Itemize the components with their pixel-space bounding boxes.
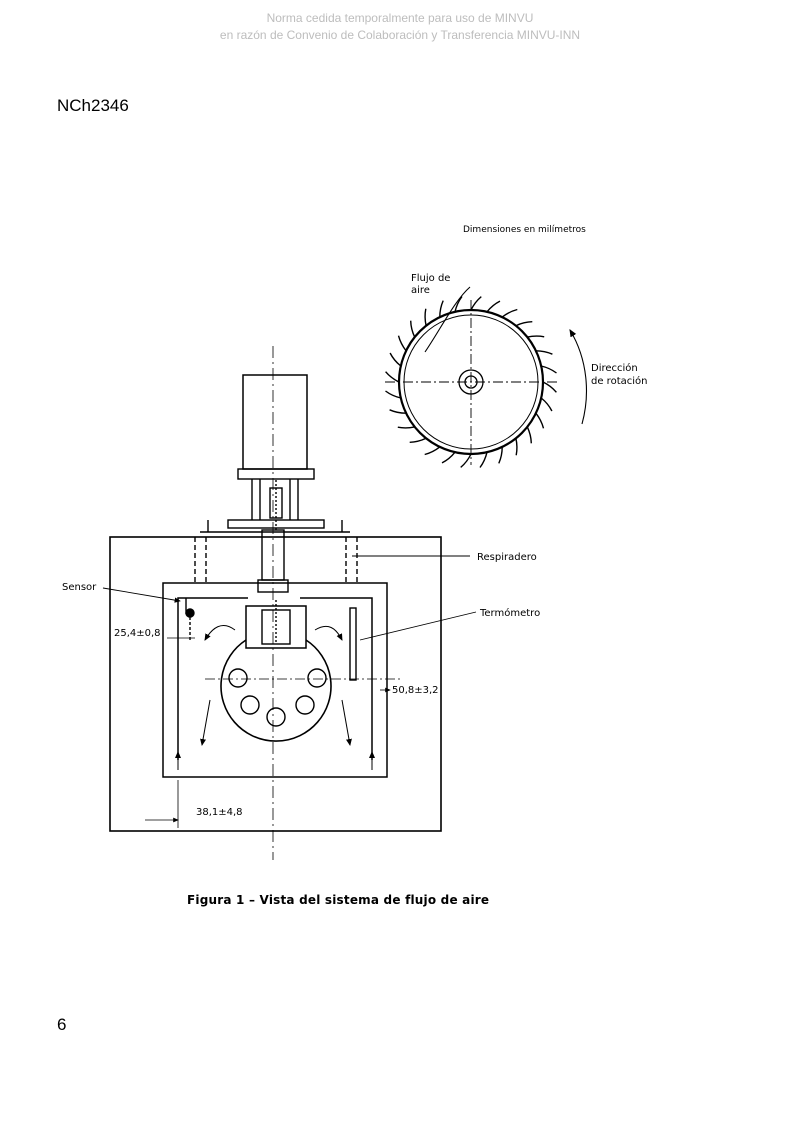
rotor-blades [385, 296, 557, 468]
rotor-blade [385, 390, 401, 399]
wall-distance-dimension: 50,8±3,2 [392, 685, 439, 696]
thermometer-label: Termómetro [479, 607, 540, 619]
rotor-blade [397, 426, 415, 429]
airflow-label-line2: aire [411, 285, 430, 296]
rotor-blade [470, 296, 482, 311]
rotor-blade [441, 451, 456, 464]
document-code: NCh2346 [57, 96, 129, 115]
rotor-blade [498, 446, 503, 464]
watermark-line-2: en razón de Convenio de Colaboración y T… [219, 28, 581, 42]
rotor-blade [460, 453, 472, 468]
rotor-blade [535, 412, 545, 429]
rotor-blade [397, 335, 407, 352]
sensor-label: Sensor [62, 582, 97, 593]
rotor-blade [479, 452, 488, 468]
rotor-blade [515, 438, 518, 456]
rotor-blade [389, 409, 407, 414]
rotation-label-line1: Dirección [591, 362, 638, 374]
rotor-blade [389, 352, 402, 367]
rotor-blade [385, 371, 400, 383]
vent-label: Respiradero [477, 552, 537, 563]
watermark: Norma cedida temporalmente para uso de M… [0, 10, 800, 44]
rotor-blade [540, 397, 553, 412]
apparatus-drawing [102, 346, 477, 860]
rotor-detail [385, 286, 588, 468]
bottom-distance-dimension: 38,1±4,8 [196, 807, 243, 818]
rotor-blade [424, 308, 427, 326]
figure-caption: Figura 1 – Vista del sistema de flujo de… [187, 893, 490, 907]
page-number: 6 [57, 1015, 67, 1034]
rotor-blade [542, 381, 557, 393]
rotor-blade [439, 300, 444, 318]
rotor-blade [501, 308, 518, 318]
watermark-line-1: Norma cedida temporalmente para uso de M… [266, 11, 534, 25]
rotor-blade [410, 320, 416, 338]
rotor-blade [535, 350, 553, 355]
dimensions-note: Dimensiones en milímetros [463, 225, 586, 235]
rotor-blade [526, 426, 532, 444]
rotor-blade [454, 296, 463, 312]
rotor-blade [424, 446, 441, 456]
sensor-distance-dimension: 25,4±0,8 [114, 628, 161, 639]
rotation-label-line2: de rotación [591, 375, 647, 387]
rotor-blade [409, 437, 427, 443]
rotor-blade [515, 321, 533, 327]
rotor-blade [486, 300, 501, 313]
rotor-blade [527, 335, 545, 338]
airflow-label-line1: Flujo de [411, 273, 450, 284]
rotor-blade [541, 365, 557, 374]
